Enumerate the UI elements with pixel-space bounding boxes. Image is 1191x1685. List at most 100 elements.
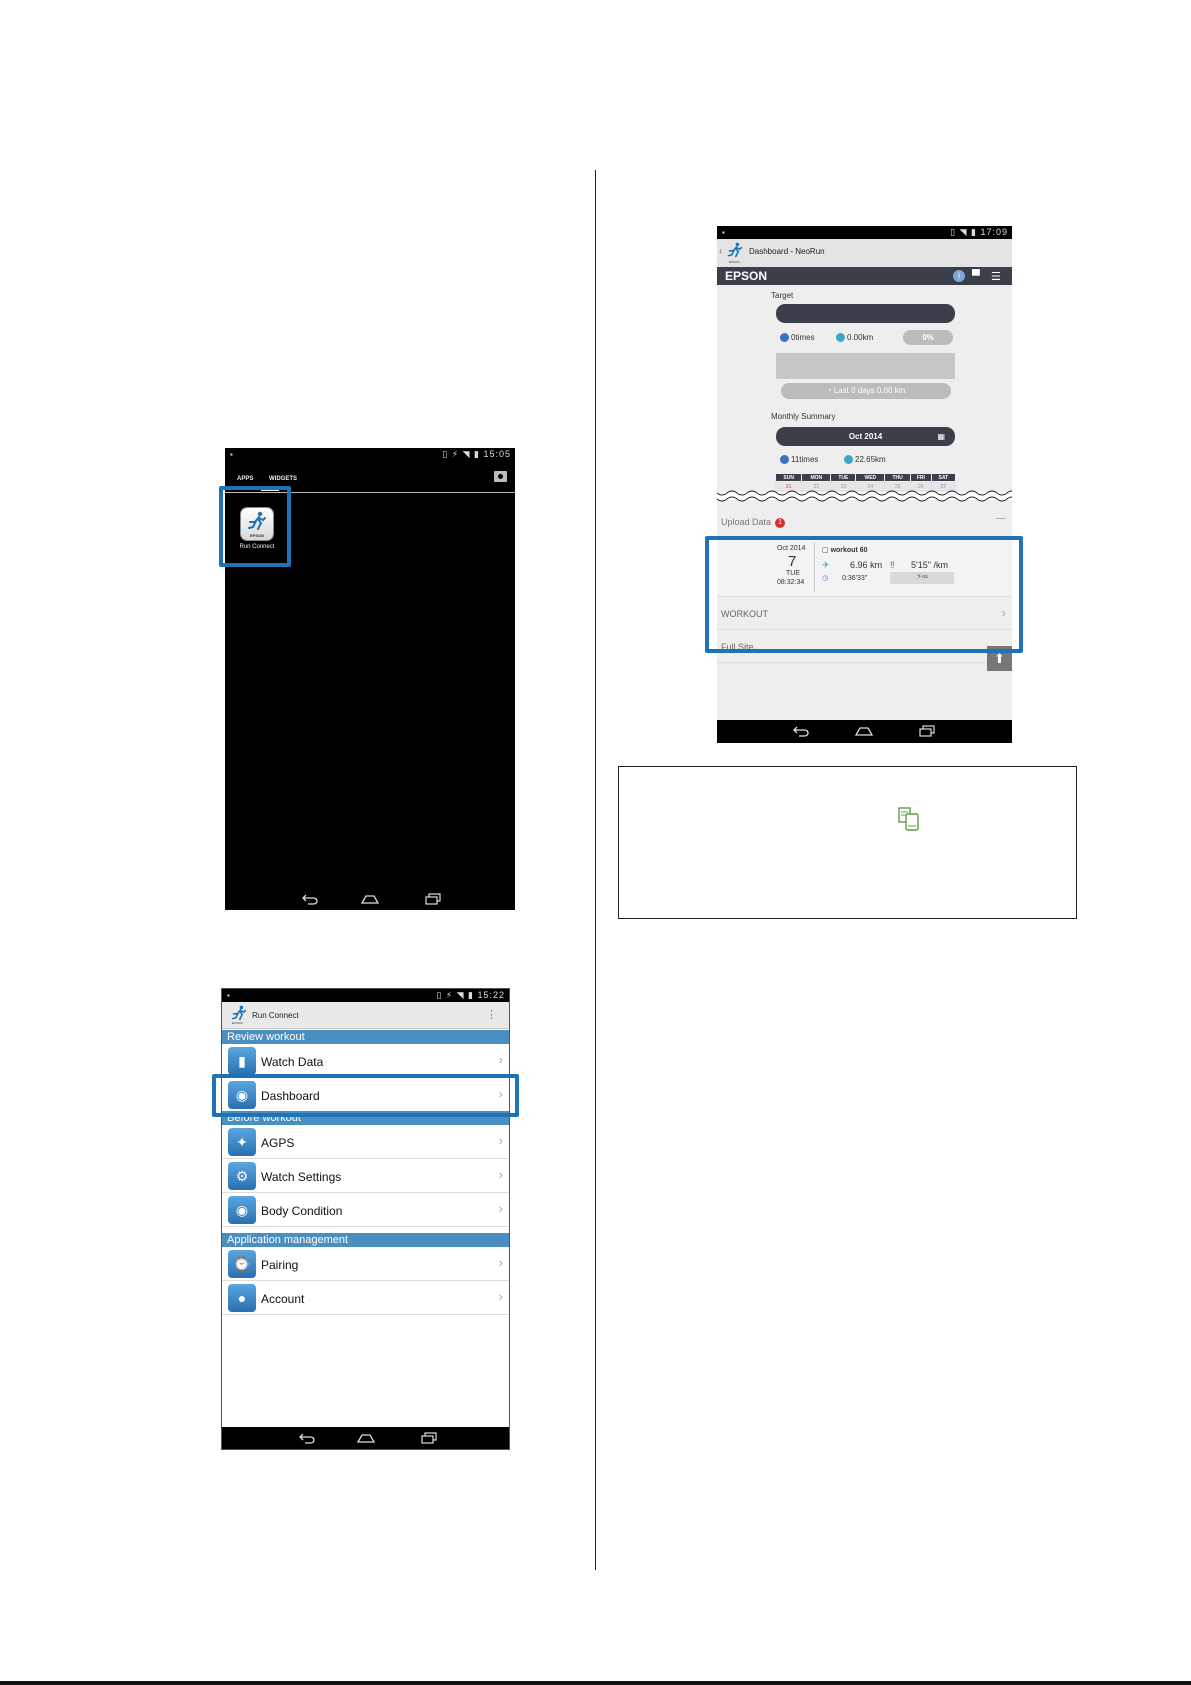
- menu-item-watch-settings[interactable]: ⚙ Watch Settings ›: [222, 1159, 509, 1193]
- month-value: Oct 2014: [848, 432, 883, 441]
- workout-time: 08:32:34: [777, 579, 805, 586]
- run-connect-menu-phone: ▪ ▯ ⚡ ◥ ▮ 15:22 EPSON Run Connect ⋮ Revi…: [221, 988, 510, 1450]
- home-icon[interactable]: [855, 725, 873, 737]
- workout-pace: 5'15" /km: [911, 560, 948, 570]
- recents-icon[interactable]: [919, 725, 935, 737]
- chevron-right-icon: ›: [498, 1086, 503, 1101]
- workout-name-row: ▢ workout 60: [822, 546, 868, 554]
- tab-apps[interactable]: APPS: [237, 476, 254, 482]
- overflow-menu-icon[interactable]: ⋮: [486, 1009, 497, 1021]
- home-icon[interactable]: [357, 1432, 375, 1444]
- alarm-icon: [780, 455, 789, 464]
- menu-item-watch-data[interactable]: ▮ Watch Data ›: [222, 1044, 509, 1078]
- home-icon[interactable]: [361, 893, 379, 905]
- run-connect-app-icon[interactable]: EPSON: [241, 508, 273, 540]
- target-distance: 0.00km: [836, 333, 873, 342]
- menu-item-body-condition[interactable]: ◉ Body Condition ›: [222, 1193, 509, 1227]
- message-icon[interactable]: ▀: [972, 270, 980, 282]
- recents-icon[interactable]: [425, 893, 441, 905]
- note-box: [618, 766, 1077, 919]
- calendar-week-row: 21 22 23 24 25 26 27: [774, 481, 957, 493]
- globe-icon: ◉: [228, 1196, 256, 1224]
- target-label: Target: [771, 291, 794, 300]
- workout-duration: 0:36'33": [842, 575, 868, 582]
- target-times: 0times: [780, 333, 815, 342]
- app-bar: ‹ EPSON Dashboard - NeoRun: [717, 239, 1012, 268]
- calendar-day-header: SAT: [930, 473, 957, 482]
- menu-item-label: Body Condition: [261, 1204, 343, 1218]
- workout-month: Oct 2014: [777, 545, 806, 552]
- workout-row[interactable]: WORKOUT ›: [717, 597, 1012, 630]
- status-bar: ▪ ▯ ⚡ ◥ ▮ 15:05: [225, 448, 515, 461]
- tab-indicator: [261, 489, 279, 491]
- calendar-day-header: WED: [855, 473, 886, 482]
- nav-bar: [717, 720, 1012, 743]
- workout-upload-entry[interactable]: Oct 2014 7 TUE 08:32:34 ▢ workout 60 ✈ 6…: [717, 538, 1012, 597]
- target-remaining: ◔ Last 0 days 0.00 km: [781, 383, 951, 399]
- nav-bar: [222, 1427, 509, 1449]
- upload-data-highlight: [705, 536, 1023, 653]
- workout-label: WORKOUT: [721, 609, 768, 619]
- info-icon[interactable]: i: [953, 270, 965, 282]
- chevron-right-icon: ›: [498, 1052, 503, 1067]
- menu-item-agps[interactable]: ✦ AGPS ›: [222, 1125, 509, 1159]
- month-selector[interactable]: Oct 2014 ▦: [776, 427, 955, 446]
- menu-item-label: Watch Settings: [261, 1170, 342, 1184]
- footer-rule: [0, 1681, 1191, 1685]
- menu-item-label: AGPS: [261, 1136, 295, 1150]
- target-remaining-value: Last 0 days 0.00 km: [833, 386, 906, 395]
- status-icons: ▯ ◥ ▮ 17:09: [950, 227, 1008, 237]
- back-icon[interactable]: [302, 893, 318, 905]
- column-divider: [595, 170, 596, 1570]
- route-icon: ✈: [822, 560, 833, 570]
- store-icon[interactable]: [494, 471, 507, 482]
- back-icon[interactable]: [299, 1432, 315, 1444]
- status-icons: ▯ ⚡ ◥ ▮ 15:22: [436, 990, 505, 1000]
- section-application-management: Application management: [222, 1233, 509, 1247]
- calendar-grid: SUN MON TUE WED THU FRI SAT 21 22 23 24 …: [774, 473, 957, 493]
- full-site-row[interactable]: Full Site: [717, 630, 1012, 663]
- workout-weekday: TUE: [786, 570, 800, 577]
- notification-icon: ▪: [227, 991, 230, 1000]
- footsteps-icon: ‼: [890, 560, 898, 570]
- bar-chart-icon: ▮: [228, 1047, 256, 1075]
- chevron-right-icon: ›: [498, 1289, 503, 1304]
- brand-bar: EPSON i ▀ ☰: [717, 267, 1012, 285]
- app-icon-highlight: [219, 486, 291, 567]
- calendar-date[interactable]: 25: [884, 481, 912, 493]
- workout-distance-row: ✈ 6.96 km: [822, 560, 882, 571]
- app-brand: EPSON: [729, 260, 740, 264]
- recents-icon[interactable]: [421, 1432, 437, 1444]
- chevron-right-icon: ›: [1001, 605, 1006, 620]
- monthly-times: 11times: [780, 455, 818, 464]
- status-time: 15:05: [483, 449, 511, 459]
- clock-icon: ◷: [822, 575, 831, 582]
- menu-item-account[interactable]: ● Account ›: [222, 1281, 509, 1315]
- hamburger-menu-icon[interactable]: ☰: [991, 271, 1001, 283]
- tab-widgets[interactable]: WIDGETS: [269, 476, 297, 482]
- chevron-right-icon: ›: [498, 1167, 503, 1182]
- workout-distance: 6.96 km: [850, 560, 883, 570]
- globe-icon: ◉: [228, 1081, 256, 1109]
- back-icon[interactable]: [793, 725, 809, 737]
- collapse-icon[interactable]: —: [996, 513, 1006, 524]
- target-times-value: 0times: [791, 333, 815, 342]
- target-bar: [776, 304, 955, 323]
- menu-item-dashboard[interactable]: ◉ Dashboard ›: [222, 1078, 509, 1112]
- monthly-distance: 22.65km: [844, 455, 886, 464]
- chevron-right-icon: ›: [498, 1133, 503, 1148]
- back-arrow-icon[interactable]: ‹: [719, 246, 723, 257]
- calendar-header-row: SUN MON TUE WED THU FRI SAT: [774, 473, 957, 482]
- calendar-icon[interactable]: ▦: [937, 432, 945, 441]
- calendar-date[interactable]: 24: [855, 481, 886, 493]
- entry-divider: [814, 542, 815, 592]
- epson-logo: EPSON: [725, 269, 768, 283]
- monthly-km-value: 22.65km: [855, 455, 886, 464]
- menu-item-label: Account: [261, 1292, 305, 1306]
- dashboard-item-highlight: [212, 1074, 519, 1117]
- content-break-wave: [717, 490, 1012, 502]
- status-bar: ▪ ▯ ◥ ▮ 17:09: [717, 226, 1012, 239]
- menu-item-pairing[interactable]: ⌚ Pairing ›: [222, 1247, 509, 1281]
- person-icon: ●: [228, 1284, 256, 1312]
